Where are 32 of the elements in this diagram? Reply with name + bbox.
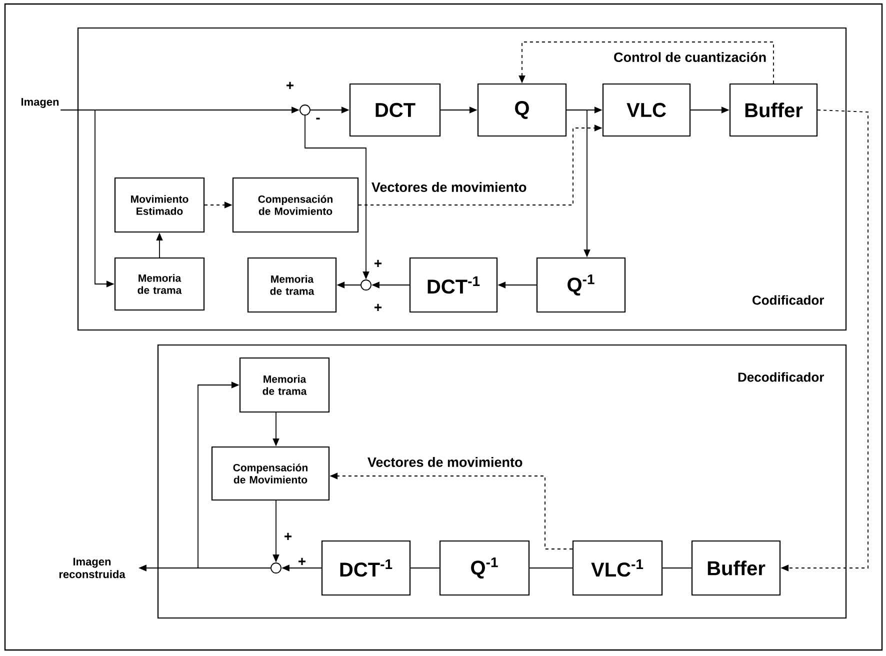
process-box: Q	[477, 83, 567, 137]
process-box: DCT$^{-1}$	[321, 540, 411, 596]
process-box: Memoria de trama	[239, 357, 330, 413]
process-box: Movimiento Estimado	[114, 177, 205, 233]
process-box: Memoria de trama	[247, 257, 337, 313]
edge-label: Vectores de movimiento	[366, 456, 524, 468]
process-box: VLC$^{-1}$	[572, 540, 663, 596]
summing-junction	[300, 104, 310, 116]
process-box: Q$^{-1}$	[439, 540, 530, 596]
process-box: Memoria de trama	[114, 257, 205, 311]
process-box: Buffer	[691, 540, 781, 596]
output-label: Imagen reconstruida	[59, 558, 126, 578]
process-box: DCT	[349, 83, 441, 137]
process-box: Compensación de Movimiento	[232, 177, 359, 233]
process-box: Compensación de Movimiento	[211, 446, 330, 501]
sign-label: +	[374, 260, 382, 267]
edge-label: Vectores de movimiento	[370, 181, 528, 193]
sign-label: +	[374, 304, 382, 311]
process-box: VLC	[602, 83, 691, 137]
sign-label: +	[284, 532, 292, 540]
process-box: Buffer	[729, 83, 818, 137]
sign-label: +	[286, 82, 294, 89]
process-box: Q$^{-1}$	[536, 257, 626, 313]
sign-label: +	[298, 558, 306, 566]
edge-label: Control de cuantización	[612, 50, 768, 64]
summing-junction	[360, 280, 372, 290]
arrow	[198, 382, 271, 568]
dashed-arrow	[518, 42, 774, 84]
input-label: Imagen	[21, 98, 59, 108]
process-box: DCT$^{-1}$	[409, 257, 498, 313]
summing-junction	[270, 562, 282, 574]
sign-label: -	[316, 118, 320, 120]
